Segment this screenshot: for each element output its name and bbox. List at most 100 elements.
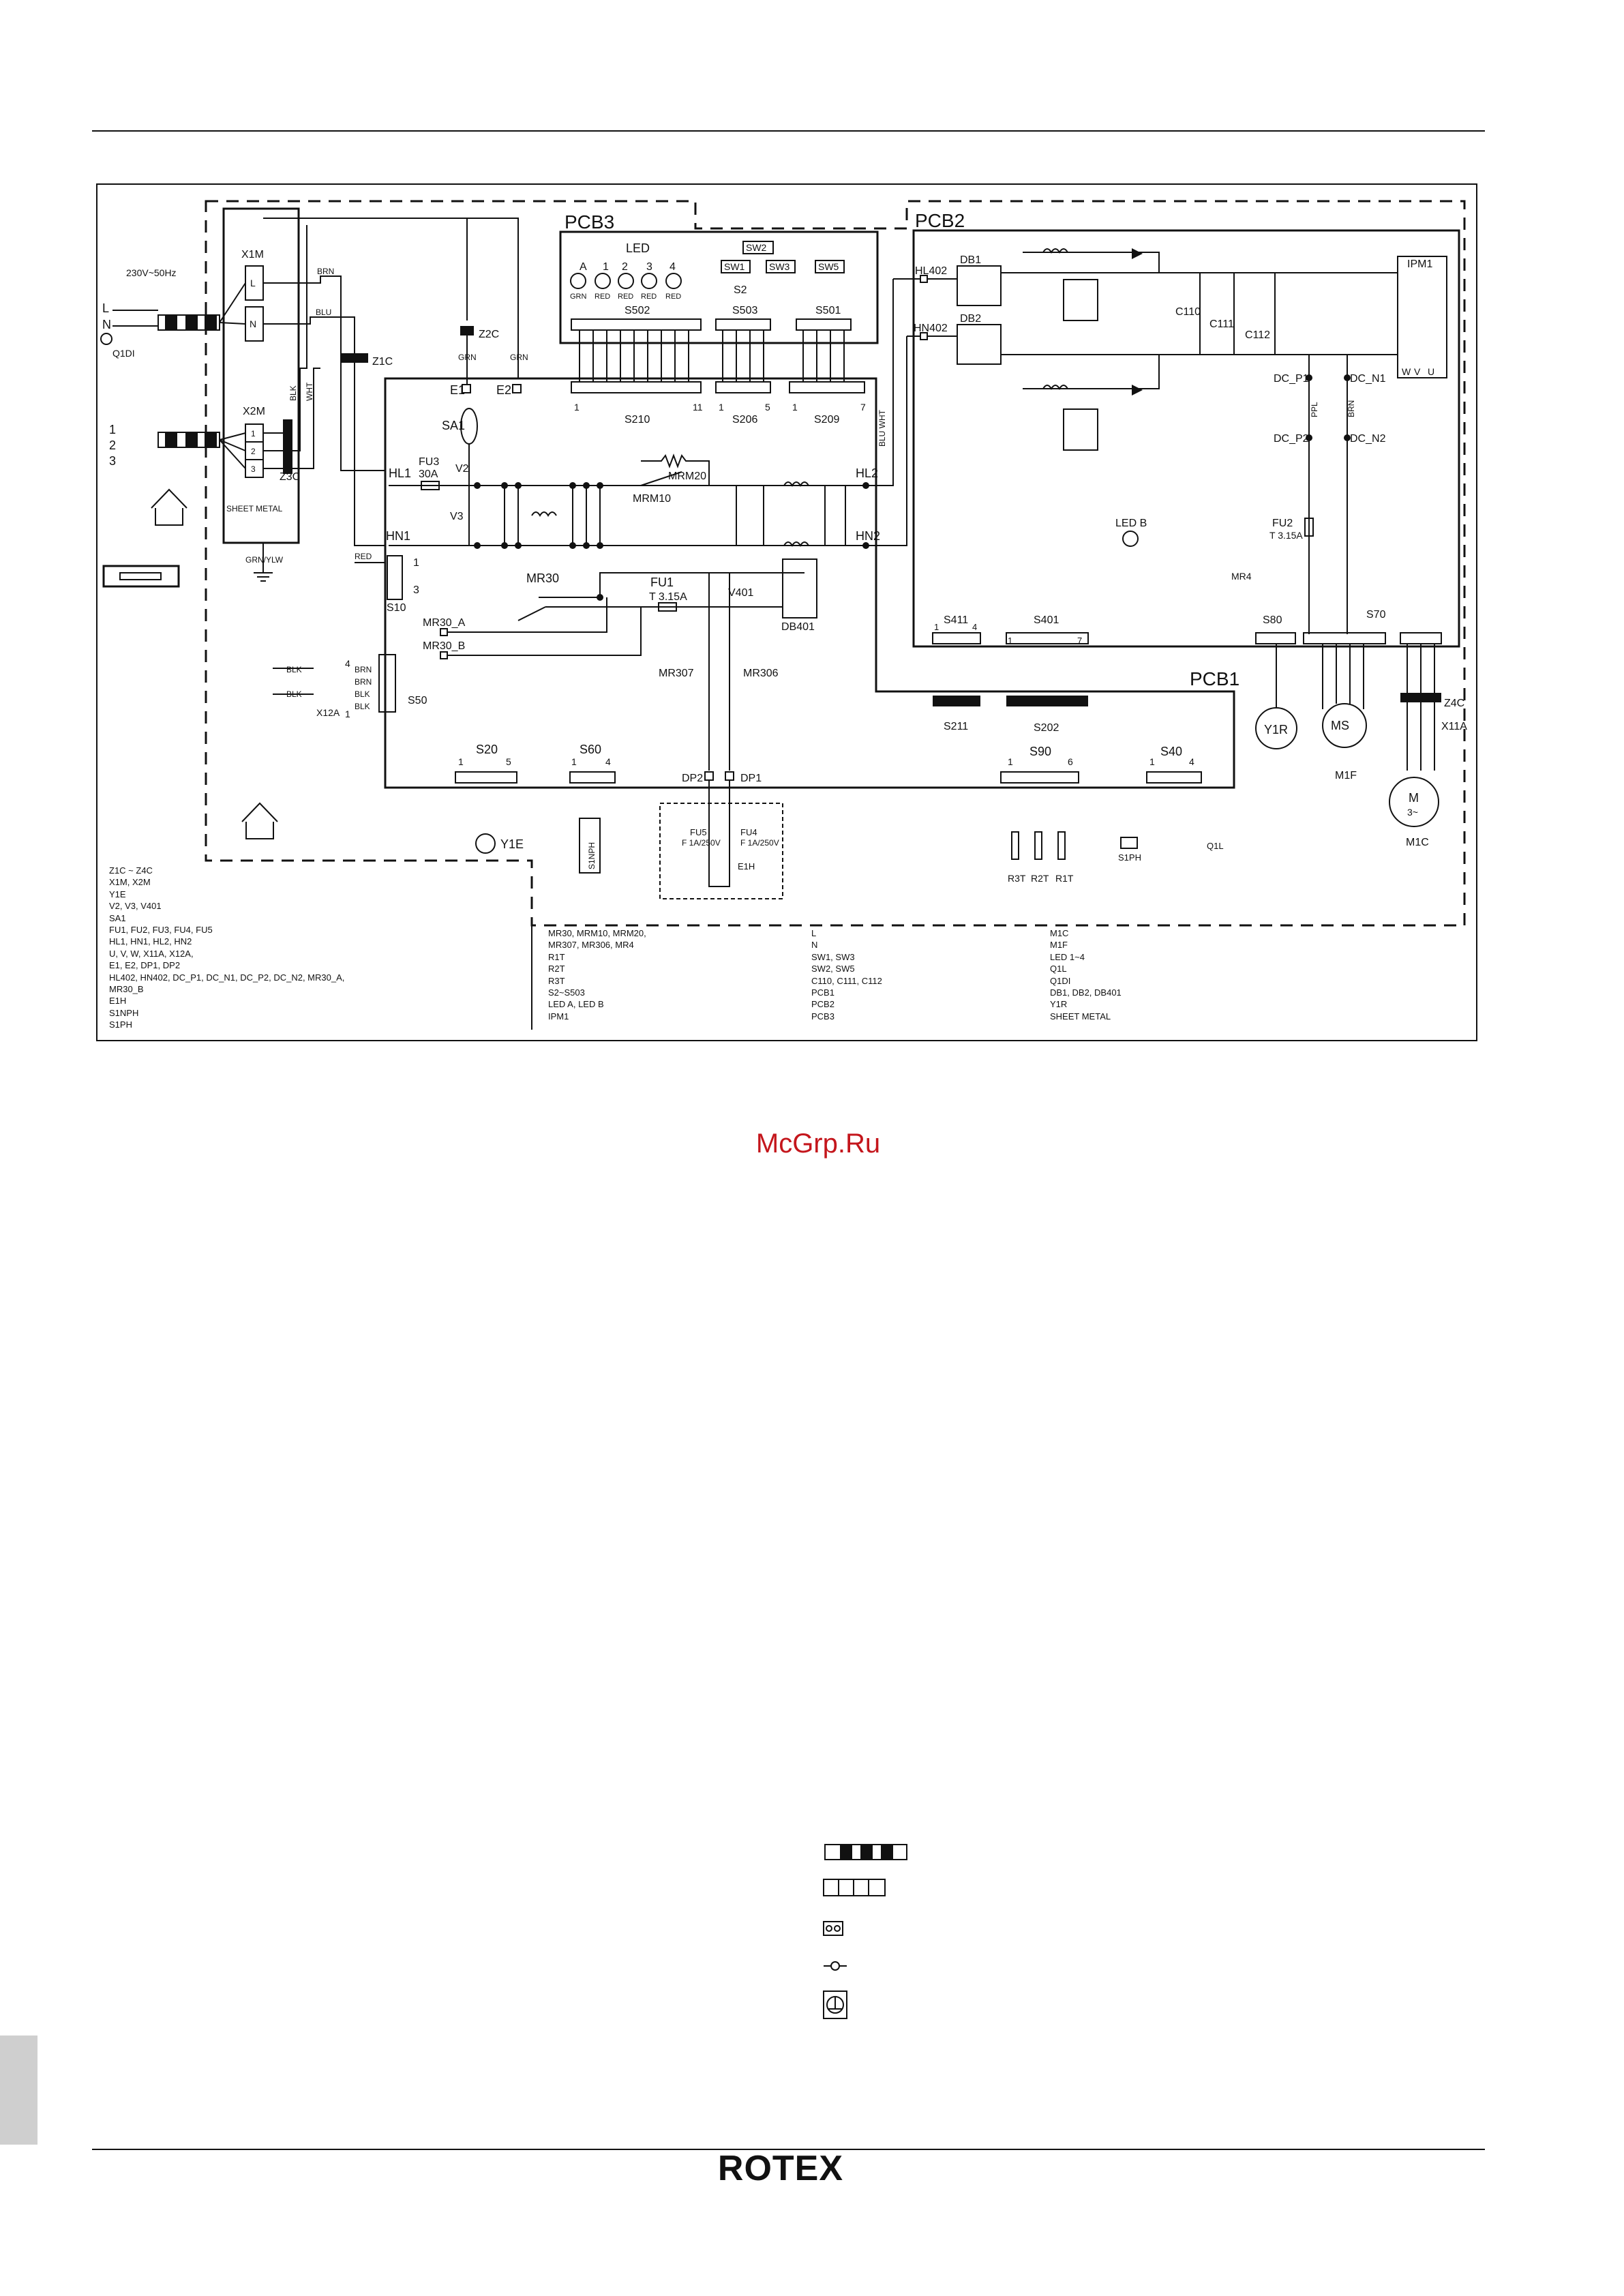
sheet-metal-label: SHEET METAL xyxy=(226,504,283,513)
s40-label: S40 xyxy=(1160,745,1182,758)
svg-text:RED: RED xyxy=(595,293,610,301)
svg-text:1: 1 xyxy=(719,402,724,413)
svg-text:7: 7 xyxy=(860,402,866,413)
svg-text:1: 1 xyxy=(1008,756,1013,767)
c112-label: C112 xyxy=(1245,329,1270,341)
z2c-label: Z2C xyxy=(479,329,499,340)
svg-text:M: M xyxy=(1409,791,1419,805)
e2-label: E2 xyxy=(496,383,511,397)
sheet-metal-plate xyxy=(222,207,300,544)
s211-label: S211 xyxy=(944,721,968,732)
q1l-label: Q1L xyxy=(1207,841,1224,851)
svg-text:BRN: BRN xyxy=(1347,400,1356,417)
svg-text:N: N xyxy=(102,318,111,331)
s80-label: S80 xyxy=(1263,614,1282,626)
grn-ylw-label: GRN/YLW xyxy=(245,555,284,565)
legend-sleeve-box xyxy=(102,565,180,588)
s90-label: S90 xyxy=(1029,745,1051,758)
svg-text:WHT: WHT xyxy=(305,382,314,401)
x11a-label: X11A xyxy=(1441,721,1467,732)
s10-label: S10 xyxy=(387,602,406,614)
svg-text:T 3.15A: T 3.15A xyxy=(649,591,687,603)
s401-connector xyxy=(1006,632,1089,644)
s40-connector xyxy=(1146,771,1202,784)
svg-text:11: 11 xyxy=(693,402,703,413)
db401-rectifier xyxy=(782,558,817,618)
svg-text:2: 2 xyxy=(109,438,116,452)
s503-label: S503 xyxy=(732,305,757,316)
sw3-label: SW3 xyxy=(769,261,790,272)
sw2-label: SW2 xyxy=(746,242,767,253)
s2-label: S2 xyxy=(734,284,747,296)
mains-filter-block xyxy=(474,481,869,549)
s411-label: S411 xyxy=(944,614,968,626)
svg-text:F 1A/250V: F 1A/250V xyxy=(740,838,779,848)
s202-connector xyxy=(1006,696,1088,706)
s209-label: S209 xyxy=(814,414,839,426)
svg-text:6: 6 xyxy=(1068,756,1073,767)
svg-text:W: W xyxy=(1402,366,1411,377)
power-cable-sleeve xyxy=(157,314,220,331)
y1e-label: Y1E xyxy=(500,837,524,851)
mr4-label: MR4 xyxy=(1231,571,1252,582)
led-b-label: LED B xyxy=(1115,518,1147,529)
r1t-label: R1T xyxy=(1055,873,1074,884)
pcb1-label: PCB1 xyxy=(1190,668,1239,689)
s211-connector xyxy=(933,696,980,706)
svg-text:FU4: FU4 xyxy=(740,827,757,837)
z2c-ferrite xyxy=(460,326,474,336)
e1h-label: E1H xyxy=(738,861,755,871)
indoor-house-icon xyxy=(151,488,187,526)
svg-text:BLU: BLU xyxy=(316,308,331,317)
q1di-label: Q1DI xyxy=(112,348,135,359)
dc-n1-label: DC_N1 xyxy=(1350,373,1386,385)
led-label: LED xyxy=(626,241,650,255)
mr30-label: MR30 xyxy=(526,571,559,585)
svg-text:1: 1 xyxy=(345,709,350,719)
m1f-fan-motor xyxy=(1322,703,1367,748)
svg-text:3~: 3~ xyxy=(1407,807,1418,818)
hl402-label: HL402 xyxy=(915,265,947,277)
s411-connector xyxy=(932,632,981,644)
earth-icon xyxy=(100,333,112,345)
x12a-label: X12A xyxy=(316,707,340,718)
s502-connector xyxy=(571,318,702,331)
svg-text:GRN: GRN xyxy=(570,293,587,301)
z1c-label: Z1C xyxy=(372,356,393,368)
m1c-compressor-motor xyxy=(1389,777,1439,827)
s20-connector xyxy=(455,771,517,784)
s1nph-sensor xyxy=(579,818,601,874)
svg-text:N: N xyxy=(250,318,256,329)
hn1-label: HN1 xyxy=(386,529,410,543)
led-indicators xyxy=(570,273,682,289)
svg-text:PPL: PPL xyxy=(1310,402,1319,417)
dc-n2-label: DC_N2 xyxy=(1350,433,1386,445)
svg-text:1: 1 xyxy=(251,429,256,438)
s70-label: S70 xyxy=(1366,609,1386,621)
z1c-ferrite xyxy=(341,353,368,363)
s202-label: S202 xyxy=(1034,722,1059,734)
svg-text:5: 5 xyxy=(765,402,770,413)
svg-text:1: 1 xyxy=(792,402,798,413)
svg-text:BLU WHT: BLU WHT xyxy=(877,409,887,447)
x2m-label: X2M xyxy=(243,406,265,417)
svg-text:4: 4 xyxy=(1189,756,1194,767)
svg-text:2: 2 xyxy=(622,261,628,273)
ipm1-label: IPM1 xyxy=(1407,258,1432,270)
s210-label: S210 xyxy=(625,414,650,426)
z3c-ferrite xyxy=(283,419,292,474)
svg-text:1: 1 xyxy=(1149,756,1155,767)
svg-text:1: 1 xyxy=(574,402,580,413)
s90-connector xyxy=(1000,771,1079,784)
hl2-label: HL2 xyxy=(856,466,878,480)
fu2-label: FU2 xyxy=(1272,518,1293,529)
z3c-label: Z3C xyxy=(280,471,300,483)
svg-text:FU5: FU5 xyxy=(690,827,707,837)
db2-rectifier xyxy=(957,324,1002,365)
svg-text:BRN: BRN xyxy=(317,267,334,276)
watermark-text: McGrp.Ru xyxy=(755,1129,881,1159)
s1ph-label: S1PH xyxy=(1118,852,1141,863)
svg-text:7: 7 xyxy=(1077,636,1082,646)
